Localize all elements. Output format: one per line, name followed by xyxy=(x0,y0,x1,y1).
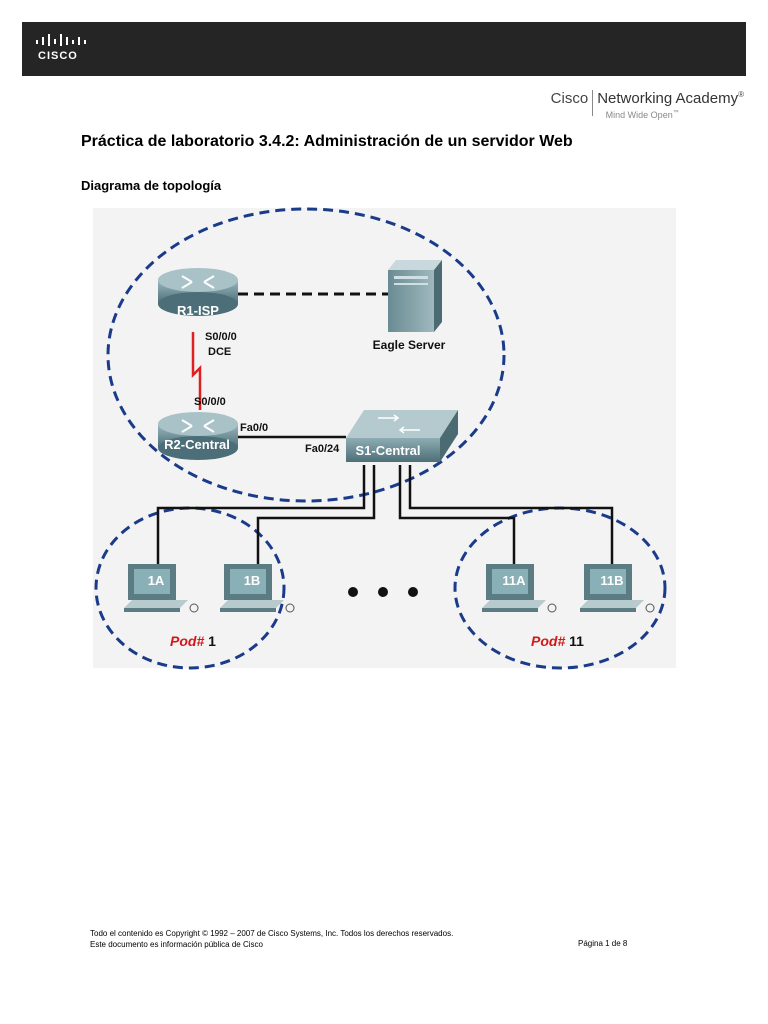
pod11-label: Pod# 11 xyxy=(531,633,584,649)
switch-label: S1-Central xyxy=(355,443,420,458)
pod11-prefix: Pod# xyxy=(531,633,565,649)
r2-fa-label: Fa0/0 xyxy=(240,422,268,434)
academy-name: Networking Academy xyxy=(597,90,739,107)
router-r1-label: R1-ISP xyxy=(177,303,219,318)
pod1-number: 1 xyxy=(208,633,216,649)
host-1a-label: 1A xyxy=(148,573,165,588)
host-1a-icon xyxy=(124,564,199,613)
page-number: Página 1 de 8 xyxy=(578,939,628,948)
pod1-label: Pod# 1 xyxy=(170,633,216,649)
host-11b-label: 11B xyxy=(600,573,623,588)
trademark-mark: ™ xyxy=(672,110,679,116)
host-1b-label: 1B xyxy=(244,573,261,588)
host-1b-icon xyxy=(220,564,295,613)
serial-link xyxy=(191,332,202,410)
r1-dce-label: DCE xyxy=(208,346,231,358)
host-11a-label: 11A xyxy=(502,573,526,588)
host-11b-icon xyxy=(580,564,655,613)
section-title: Diagrama de topología xyxy=(81,178,222,193)
r2-serial-label: S0/0/0 xyxy=(194,396,226,408)
footer: Todo el contenido es Copyright © 1992 – … xyxy=(90,928,453,950)
cisco-logo-text: CISCO xyxy=(38,50,78,62)
host-11a-icon xyxy=(482,564,557,613)
server-label: Eagle Server xyxy=(373,338,446,352)
switch-icon xyxy=(346,410,458,462)
ellipsis-dots xyxy=(348,587,418,597)
server-icon xyxy=(388,260,442,332)
cisco-logo: CISCO xyxy=(36,34,96,66)
pod1-prefix: Pod# xyxy=(170,633,204,649)
router-r2-label: R2-Central xyxy=(164,437,230,452)
document-title: Práctica de laboratorio 3.4.2: Administr… xyxy=(81,133,573,150)
r1-serial-label: S0/0/0 xyxy=(205,331,237,343)
brand-name: Cisco xyxy=(550,90,589,107)
access-links xyxy=(156,465,614,566)
public-info-text: Este documento es información pública de… xyxy=(90,940,263,949)
registered-mark: ® xyxy=(738,90,744,99)
tagline: Mind Wide Open xyxy=(605,110,673,120)
cisco-bars-icon xyxy=(36,34,86,46)
router-r1-icon xyxy=(158,268,238,316)
router-r2-icon xyxy=(158,412,238,460)
pod11-number: 11 xyxy=(569,633,584,649)
copyright-text: Todo el contenido es Copyright © 1992 – … xyxy=(90,929,454,938)
header-bar: CISCO xyxy=(22,22,746,76)
core-network-cloud xyxy=(106,207,506,503)
s1-fa-label: Fa0/24 xyxy=(305,443,340,455)
academy-branding: Cisco Networking Academy® Mind Wide Open™ xyxy=(550,90,744,120)
